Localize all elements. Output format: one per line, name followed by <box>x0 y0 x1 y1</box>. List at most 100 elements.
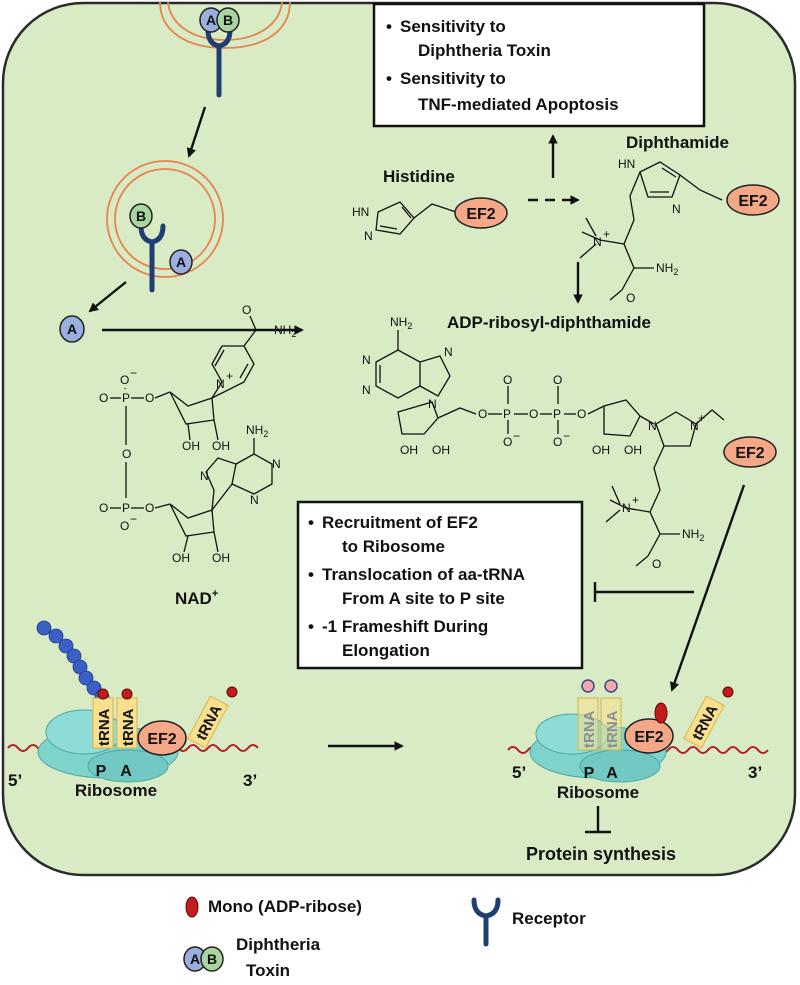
three-prime-right: 3’ <box>748 763 762 782</box>
svg-text:O: O <box>99 501 108 515</box>
ef2-diphthamide: EF2 <box>726 184 780 216</box>
legend-toxin-line2: Toxin <box>246 961 290 980</box>
svg-text:N: N <box>622 501 631 515</box>
svg-text:O: O <box>553 373 562 387</box>
legend-mono-adp-label: Mono (ADP-ribose) <box>208 897 362 916</box>
three-prime-left: 3’ <box>243 771 257 790</box>
ef2-label: EF2 <box>735 445 764 462</box>
toxin-a-cytosol: A <box>59 315 85 343</box>
svg-text:+: + <box>632 493 639 507</box>
svg-text:•: • <box>386 69 392 88</box>
function-2-line1: Translocation of aa-tRNA <box>322 565 525 584</box>
svg-text:O: O <box>145 391 154 405</box>
svg-text:P: P <box>503 407 511 421</box>
histidine-hn: HN <box>352 205 369 219</box>
svg-text:O: O <box>503 373 512 387</box>
svg-text:O: O <box>478 407 487 421</box>
toxin-a-label: A <box>176 254 186 270</box>
ribosome-left-label: Ribosome <box>75 781 157 800</box>
diphthamide-n: N <box>672 202 681 216</box>
svg-text:P: P <box>553 407 561 421</box>
sensitivity-box: • Sensitivity to Diphtheria Toxin • Sens… <box>372 2 706 128</box>
svg-text:A: A <box>190 951 200 967</box>
diphthamide-n-plus: N <box>593 235 602 249</box>
svg-text:N: N <box>444 345 453 359</box>
diphthamide-hn: HN <box>618 157 635 171</box>
svg-text:O: O <box>529 407 538 421</box>
receptor-endosome <box>138 223 166 293</box>
legend-toxin-icon: A B <box>183 946 224 972</box>
p-site-left: P <box>96 763 107 780</box>
ribosome-right-label: Ribosome <box>557 783 639 802</box>
svg-text:N: N <box>216 377 225 391</box>
legend-receptor-icon <box>471 897 501 947</box>
p-site-right: P <box>584 765 595 782</box>
svg-text:O: O <box>553 435 562 449</box>
svg-text:N: N <box>362 353 371 367</box>
effect-2-line1: Sensitivity to <box>400 69 506 88</box>
svg-text:N: N <box>250 493 259 507</box>
toxin-a-label: A <box>67 321 77 337</box>
svg-text:OH: OH <box>182 439 200 453</box>
function-3-line1: -1 Frameshift During <box>322 617 488 636</box>
function-2-line2: From A site to P site <box>342 589 505 608</box>
svg-text:N: N <box>648 419 657 433</box>
ef2-label: EF2 <box>147 731 176 748</box>
legend: Mono (ADP-ribose) Receptor A B Diphtheri… <box>183 896 586 980</box>
ribosome-right: tRNA tRNA EF2 tRNA P A 5’ 3’ Ribosome <box>507 679 769 802</box>
adp-ribosyl-diphthamide-label: ADP-ribosyl-diphthamide <box>447 313 651 332</box>
ef2-function-box: • Recruitment of EF2 to Ribosome • Trans… <box>296 500 584 670</box>
a-site-left: A <box>120 763 132 780</box>
svg-text:OH: OH <box>624 443 642 457</box>
svg-text:P: P <box>122 501 130 515</box>
receptor-top <box>205 27 233 98</box>
svg-text:OH: OH <box>212 551 230 565</box>
histidine-structure: HN N <box>352 201 457 243</box>
svg-text:B: B <box>207 951 217 967</box>
inhibition-bar-function <box>593 582 694 602</box>
svg-text:OH: OH <box>212 439 230 453</box>
arrow-translocation <box>88 281 127 313</box>
diphthamide-structure: HN N N + NH2 O <box>579 157 723 305</box>
diphthamide-plus: + <box>603 227 610 241</box>
svg-text:O: O <box>503 435 512 449</box>
svg-text:•: • <box>308 513 314 532</box>
svg-text:OH: OH <box>592 443 610 457</box>
effect-1-line2: Diphtheria Toxin <box>418 41 551 60</box>
toxin-a-endosome: A <box>169 249 193 275</box>
ef2-label: EF2 <box>634 729 663 746</box>
svg-text:NH2: NH2 <box>682 527 704 543</box>
ef2-adp-ribosyl: EF2 <box>723 436 777 468</box>
svg-text:−: − <box>563 429 570 443</box>
svg-text:N: N <box>362 383 371 397</box>
trna-a-label: tRNA <box>120 708 137 746</box>
ribosome-left: tRNA tRNA EF2 tRNA P A 5’ 3’ Ribosome <box>7 620 259 800</box>
trna-p-label: tRNA <box>96 708 113 746</box>
svg-text:−: − <box>130 512 137 526</box>
nad-structure: P O − O O OH OH N + O NH2 O P O O − O <box>99 303 296 565</box>
function-3-line2: Elongation <box>342 641 430 660</box>
svg-text:•: • <box>308 617 314 636</box>
svg-text:P: P <box>122 391 130 405</box>
arrow-endocytosis <box>186 106 207 158</box>
svg-text:O: O <box>145 501 154 515</box>
svg-text:O: O <box>652 557 661 571</box>
function-1-line1: Recruitment of EF2 <box>322 513 478 532</box>
svg-text:O: O <box>242 303 251 317</box>
trna-p-right-label: tRNA <box>581 710 598 748</box>
svg-text:OH: OH <box>432 443 450 457</box>
effect-1-line1: Sensitivity to <box>400 17 506 36</box>
svg-text:O: O <box>577 407 586 421</box>
svg-text:O: O <box>122 447 131 461</box>
svg-text:N: N <box>690 419 699 433</box>
svg-text:N: N <box>272 457 281 471</box>
toxin-ab-top: A B <box>199 7 240 33</box>
svg-text:N: N <box>200 469 209 483</box>
function-1-line2: to Ribosome <box>342 537 445 556</box>
svg-text:NH2: NH2 <box>390 315 412 331</box>
ef2-histidine: EF2 <box>454 197 508 229</box>
five-prime-right: 5’ <box>512 763 526 782</box>
ef2-label: EF2 <box>738 193 767 210</box>
svg-text:O: O <box>99 391 108 405</box>
